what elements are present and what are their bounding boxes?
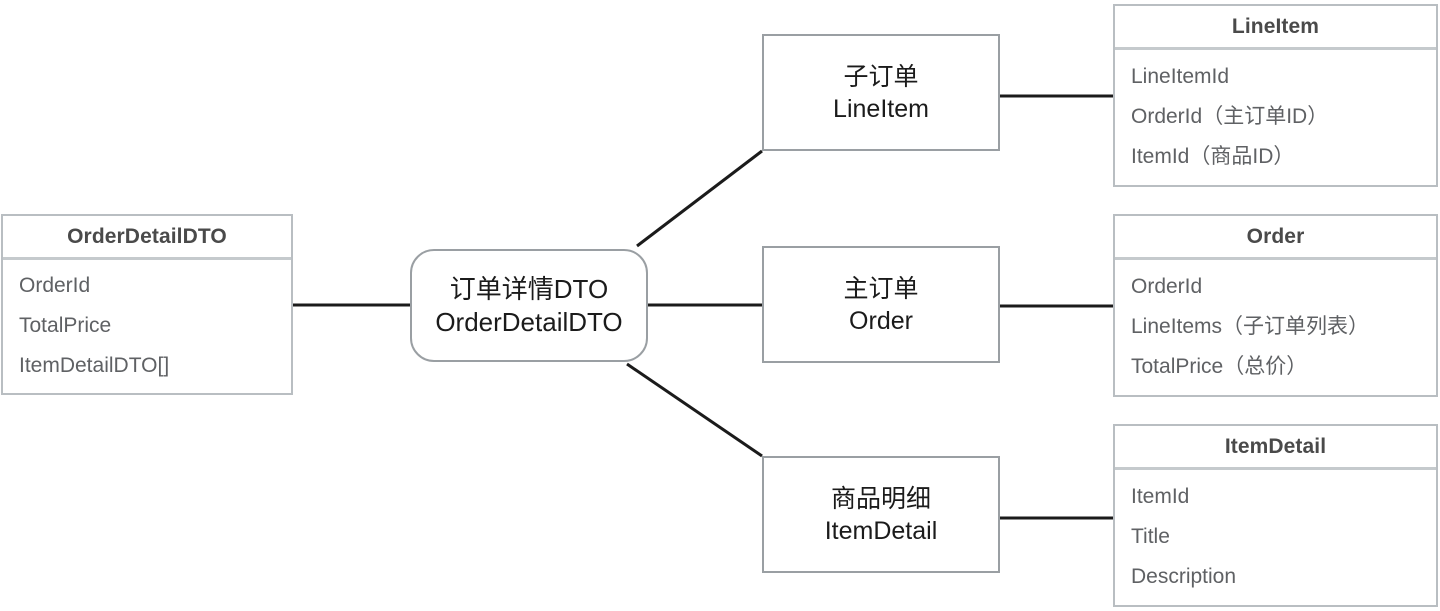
node-label-en: OrderDetailDTO — [435, 306, 623, 337]
entity-body: OrderId LineItems（子订单列表） TotalPrice（总价） — [1115, 260, 1436, 395]
box-line-item[interactable]: 子订单 LineItem — [762, 34, 1000, 151]
entity-title: Order — [1246, 224, 1305, 248]
entity-item-detail[interactable]: ItemDetail ItemId Title Description — [1113, 424, 1438, 607]
entity-title: LineItem — [1231, 14, 1320, 38]
entity-field: OrderId — [19, 274, 91, 298]
entity-header: OrderDetailDTO — [3, 216, 291, 260]
box-order[interactable]: 主订单 Order — [762, 246, 1000, 363]
entity-order[interactable]: Order OrderId LineItems（子订单列表） TotalPric… — [1113, 214, 1438, 397]
entity-field: OrderId（主订单ID） — [1131, 104, 1329, 128]
box-label-en: ItemDetail — [824, 516, 938, 545]
entity-field: ItemId — [1131, 484, 1190, 508]
entity-field: ItemDetailDTO[] — [19, 353, 170, 377]
box-label-en: Order — [849, 306, 913, 335]
box-label-en: LineItem — [833, 94, 929, 123]
entity-field: LineItemId — [1131, 64, 1230, 88]
entity-body: LineItemId OrderId（主订单ID） ItemId（商品ID） — [1115, 50, 1436, 185]
connector-center-to-lineitem-box — [636, 149, 763, 248]
entity-field: TotalPrice — [19, 313, 112, 337]
entity-order-detail-dto[interactable]: OrderDetailDTO OrderId TotalPrice ItemDe… — [1, 214, 293, 395]
entity-body: ItemId Title Description — [1115, 470, 1436, 605]
entity-field: LineItems（子订单列表） — [1131, 314, 1370, 338]
node-label-cn: 订单详情DTO — [449, 274, 609, 305]
entity-line-item[interactable]: LineItem LineItemId OrderId（主订单ID） ItemI… — [1113, 4, 1438, 187]
entity-title: OrderDetailDTO — [67, 224, 227, 248]
entity-title: ItemDetail — [1224, 434, 1327, 458]
entity-field: Title — [1131, 524, 1170, 548]
entity-header: ItemDetail — [1115, 426, 1436, 470]
box-label-cn: 主订单 — [843, 274, 919, 303]
entity-body: OrderId TotalPrice ItemDetailDTO[] — [3, 260, 291, 393]
entity-field: TotalPrice（总价） — [1131, 355, 1308, 379]
entity-field: OrderId — [1131, 274, 1203, 298]
box-label-cn: 商品明细 — [830, 484, 931, 513]
entity-field: Description — [1131, 565, 1237, 589]
box-item-detail[interactable]: 商品明细 ItemDetail — [762, 456, 1000, 573]
entity-header: Order — [1115, 216, 1436, 260]
node-order-detail-dto-center[interactable]: 订单详情DTO OrderDetailDTO — [410, 249, 648, 362]
box-label-cn: 子订单 — [843, 62, 919, 91]
entity-field: ItemId（商品ID） — [1131, 145, 1295, 169]
connector-center-to-itemdetail-box — [626, 362, 763, 458]
entity-header: LineItem — [1115, 6, 1436, 50]
